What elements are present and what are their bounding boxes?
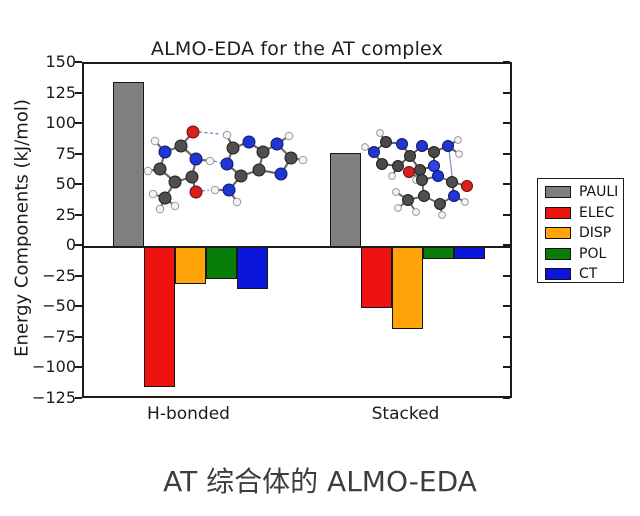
y-tick-mark-left [75, 122, 82, 125]
legend-item-elec: ELEC [538, 203, 623, 224]
legend-label: DISP [579, 225, 612, 242]
x-category-label-h-bonded: H-bonded [147, 404, 230, 424]
y-tick-mark-right [503, 152, 510, 155]
y-tick-label: −75 [42, 326, 76, 346]
y-tick-mark-right [503, 61, 510, 63]
y-tick-mark-left [75, 213, 82, 216]
y-tick-mark-right [503, 274, 510, 277]
bar-h-bonded-disp [175, 247, 206, 284]
y-tick-label: 125 [45, 82, 76, 102]
legend-label: CT [579, 266, 598, 283]
y-tick-mark-right [503, 91, 510, 94]
y-axis-label: Energy Components (kJ/mol) [11, 99, 33, 357]
y-tick-mark-right [503, 244, 510, 247]
y-tick-label: 100 [45, 113, 76, 133]
h-bonded-molecule-illustration [143, 125, 308, 214]
legend-item-ct: CT [538, 264, 623, 285]
bar-stacked-pauli [330, 153, 361, 248]
y-tick-mark-left [75, 183, 82, 186]
y-tick-mark-left [75, 366, 82, 369]
chart-legend: PAULI ELEC DISP POL CT [537, 178, 624, 283]
stacked-molecule-illustration [361, 129, 473, 219]
bar-h-bonded-pauli [113, 82, 144, 248]
legend-item-pauli: PAULI [538, 182, 623, 203]
plot-area [82, 62, 512, 398]
figure-caption: AT 综合体的 ALMO-EDA [163, 465, 477, 498]
y-tick-label: 0 [65, 235, 76, 255]
y-tick-label: 75 [55, 143, 76, 163]
y-tick-mark-right [503, 213, 510, 216]
bar-h-bonded-ct [237, 247, 268, 289]
legend-swatch-pol [545, 247, 571, 260]
legend-label: ELEC [579, 204, 615, 221]
x-category-label-stacked: Stacked [371, 404, 440, 424]
bar-stacked-elec [361, 247, 392, 309]
legend-swatch-pauli [545, 186, 571, 199]
y-tick-mark-right [503, 183, 510, 186]
bar-h-bonded-elec [144, 247, 175, 387]
y-tick-label: 25 [55, 204, 76, 224]
bar-stacked-ct [454, 247, 485, 260]
y-tick-mark-left [75, 91, 82, 94]
y-tick-mark-left [75, 244, 82, 247]
legend-swatch-elec [545, 206, 571, 219]
y-tick-label: 50 [55, 174, 76, 194]
legend-label: POL [579, 245, 607, 262]
legend-swatch-ct [545, 268, 571, 281]
y-tick-label: −50 [42, 296, 76, 316]
y-tick-mark-right [503, 305, 510, 308]
y-tick-label: 150 [45, 52, 76, 71]
y-tick-label: −100 [32, 357, 76, 377]
zero-axis-line [84, 246, 510, 249]
legend-swatch-disp [545, 227, 571, 240]
legend-label: PAULI [579, 184, 619, 201]
y-tick-mark-left [75, 274, 82, 277]
y-tick-mark-right [503, 335, 510, 338]
y-tick-mark-left [75, 152, 82, 155]
legend-item-disp: DISP [538, 223, 623, 244]
y-tick-mark-left [75, 335, 82, 338]
y-tick-mark-left [75, 397, 82, 399]
y-tick-mark-right [503, 122, 510, 125]
y-tick-mark-right [503, 366, 510, 369]
chart-title: ALMO-EDA for the AT complex [150, 38, 444, 60]
bar-stacked-disp [392, 247, 423, 330]
legend-item-pol: POL [538, 244, 623, 265]
y-tick-label: −125 [32, 388, 76, 407]
bar-stacked-pol [423, 247, 454, 260]
y-tick-mark-right [503, 397, 510, 399]
y-tick-mark-left [75, 305, 82, 308]
y-tick-label: −25 [42, 265, 76, 285]
y-tick-mark-left [75, 61, 82, 63]
bar-h-bonded-pol [206, 247, 237, 280]
